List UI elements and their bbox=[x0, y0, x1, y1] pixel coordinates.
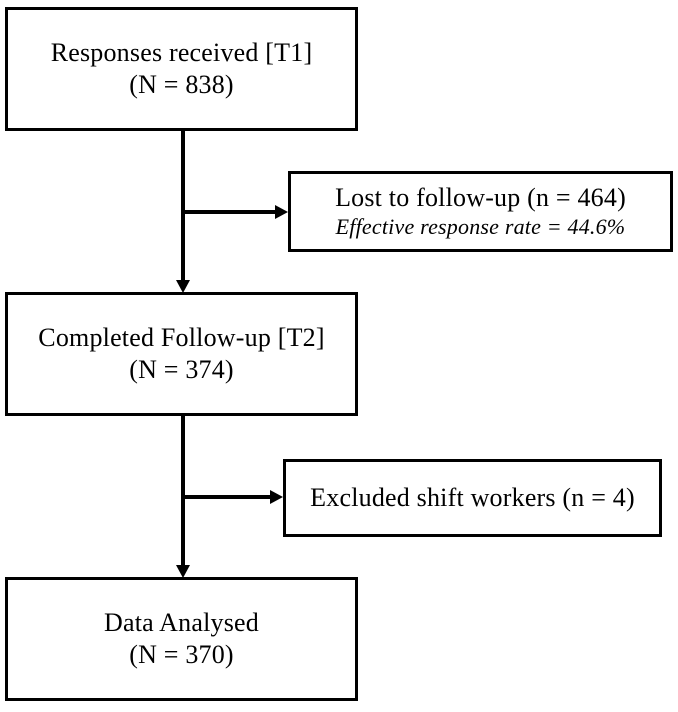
node-excluded-shift-workers-line1: Excluded shift workers (n = 4) bbox=[310, 483, 635, 513]
node-completed-followup-line1: Completed Follow-up [T2] bbox=[38, 323, 325, 353]
connector-completed-to-analysed-arrowhead bbox=[176, 565, 190, 578]
node-data-analysed-line2: (N = 370) bbox=[129, 640, 234, 669]
node-data-analysed-line1: Data Analysed bbox=[104, 608, 259, 638]
connector-responses-to-completed-arrowhead bbox=[176, 280, 190, 293]
node-excluded-shift-workers: Excluded shift workers (n = 4) bbox=[283, 459, 662, 537]
connector-responses-to-lost-line bbox=[181, 210, 275, 214]
connector-completed-to-excluded-arrowhead bbox=[270, 490, 283, 504]
node-completed-followup-line2: (N = 374) bbox=[129, 355, 234, 384]
node-completed-followup: Completed Follow-up [T2] (N = 374) bbox=[5, 292, 358, 416]
connector-responses-to-lost-arrowhead bbox=[275, 205, 288, 219]
connector-completed-to-excluded-line bbox=[181, 495, 270, 499]
node-responses-received: Responses received [T1] (N = 838) bbox=[5, 7, 358, 131]
node-lost-to-followup: Lost to follow-up (n = 464) Effective re… bbox=[288, 171, 673, 252]
connector-completed-to-analysed-line bbox=[181, 416, 185, 565]
node-responses-received-line2: (N = 838) bbox=[129, 70, 234, 99]
node-lost-to-followup-line1: Lost to follow-up (n = 464) bbox=[335, 183, 626, 213]
node-data-analysed: Data Analysed (N = 370) bbox=[5, 577, 358, 701]
node-lost-to-followup-line2: Effective response rate = 44.6% bbox=[335, 214, 626, 240]
node-responses-received-line1: Responses received [T1] bbox=[50, 38, 313, 68]
connector-responses-to-completed-line bbox=[181, 131, 185, 280]
